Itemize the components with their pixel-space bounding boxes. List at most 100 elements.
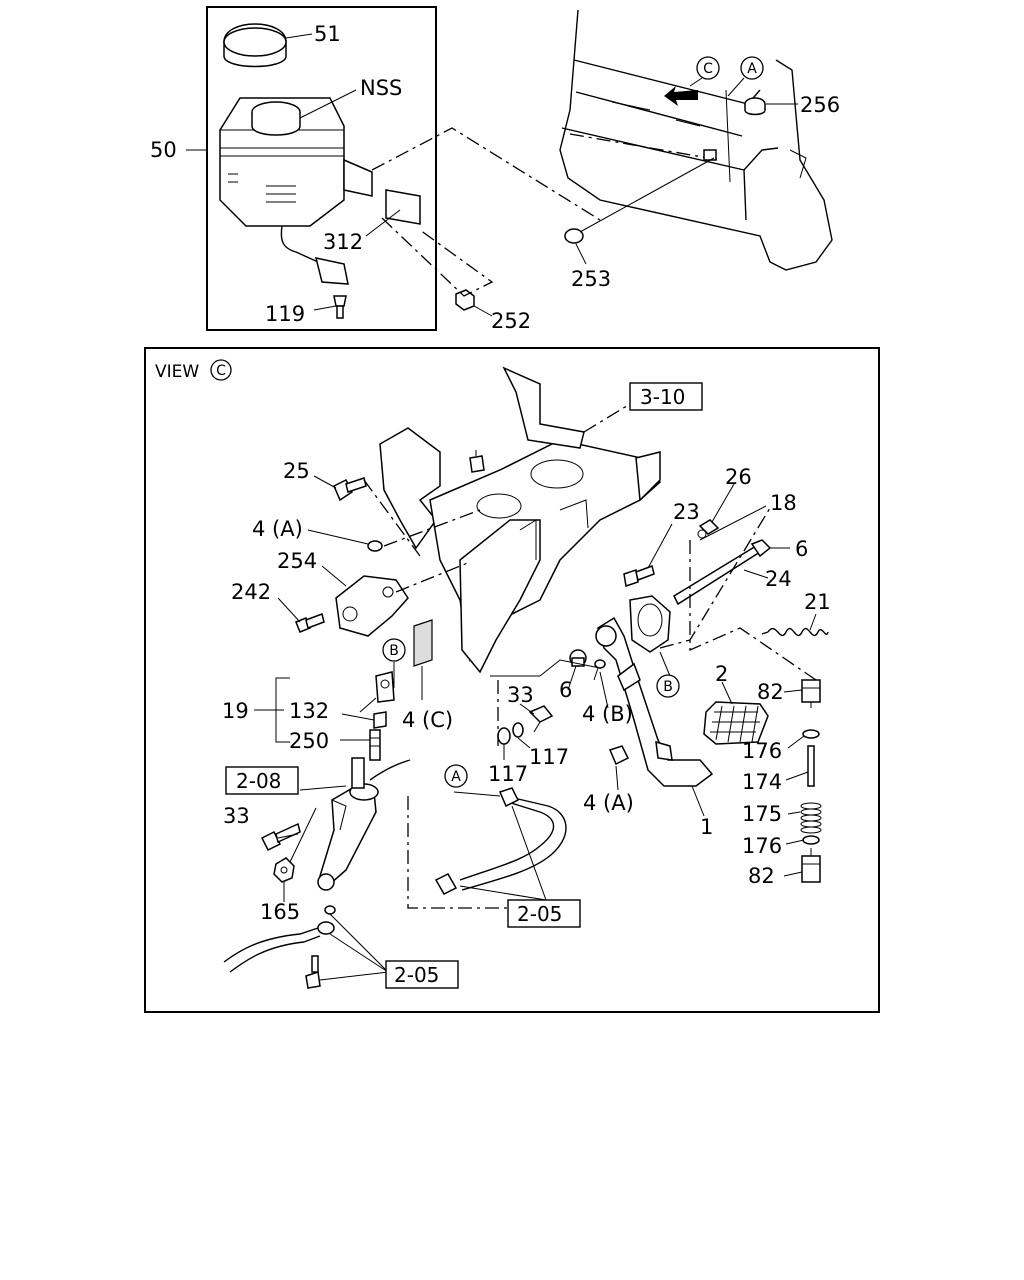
callout-nss: NSS	[360, 76, 402, 100]
callout-82-bottom: 82	[748, 864, 775, 888]
callout-253: 253	[571, 267, 611, 291]
callout-4a-top: 4 (A)	[252, 517, 303, 541]
pedal-pad-2	[703, 701, 769, 745]
dash-205	[407, 796, 508, 909]
leader-lines	[277, 475, 817, 902]
spring-175	[800, 802, 822, 834]
washer-117-a	[497, 727, 511, 745]
callout-33-mid: 33	[507, 683, 534, 707]
callout-117-b: 117	[529, 745, 569, 769]
callout-175: 175	[742, 802, 782, 826]
nut-132	[373, 711, 387, 729]
callout-242: 242	[231, 580, 271, 604]
bracket-312	[385, 189, 421, 225]
clevis-132	[375, 671, 395, 703]
callout-165: 165	[260, 900, 300, 924]
callout-19: 19	[222, 699, 249, 723]
bracket-254	[335, 575, 409, 637]
plug-256	[744, 97, 798, 116]
washer-117-b	[512, 722, 524, 738]
hose-connector	[314, 257, 349, 285]
bracket-stop-line	[490, 659, 601, 677]
callout-25: 25	[283, 459, 310, 483]
callout-6-right: 6	[795, 537, 808, 561]
callout-312: 312	[323, 230, 363, 254]
reservoir-tank	[219, 97, 345, 227]
pin-4a-bottom	[608, 745, 630, 766]
leader-205-c	[329, 913, 389, 973]
view-title: VIEW	[155, 362, 199, 382]
circle-a-bottom: A	[444, 764, 468, 788]
callout-50: 50	[150, 138, 177, 162]
bolt-top	[469, 450, 485, 473]
plug-253	[564, 157, 715, 265]
bolt-25	[333, 477, 367, 502]
callout-252: 252	[491, 309, 531, 333]
pedal-shaft-24	[673, 539, 772, 606]
washer-176-top	[802, 729, 820, 739]
svg-text:C: C	[216, 363, 226, 379]
dash-18	[659, 507, 771, 649]
master-cylinder	[317, 757, 411, 891]
dash-25	[363, 479, 421, 557]
svg-text:B: B	[389, 643, 399, 659]
circle-b-left: B	[382, 638, 406, 662]
view-c-frame	[144, 347, 880, 1013]
callout-21: 21	[804, 590, 831, 614]
callout-176-bottom: 176	[742, 834, 782, 858]
flex-hose	[434, 787, 567, 895]
ref-box-2-08: 2-08	[225, 766, 299, 795]
nut-leader-dashes	[381, 217, 494, 297]
leader-205-e	[319, 971, 389, 981]
stop-plate-4c	[413, 619, 433, 667]
callout-2: 2	[715, 662, 728, 686]
callout-119: 119	[265, 302, 305, 326]
bolt-242	[295, 613, 325, 633]
callout-254: 254	[277, 549, 317, 573]
pin-4b	[593, 659, 606, 681]
return-spring-21	[761, 627, 829, 637]
ref-box-3-10: 3-10	[629, 382, 703, 411]
view-c-arrow	[664, 86, 698, 106]
hydraulic-pipe	[223, 905, 336, 989]
nut-252	[455, 289, 493, 317]
bolt-33-mid	[528, 705, 554, 733]
callout-33-left: 33	[223, 804, 250, 828]
leader-205-b	[511, 805, 547, 901]
callout-174: 174	[742, 770, 782, 794]
cab-mount-hole	[703, 149, 717, 161]
pedal-bracket	[379, 366, 661, 700]
circle-a-top: A	[727, 56, 764, 97]
callout-1: 1	[700, 815, 713, 839]
circle-c-top: C	[689, 56, 720, 87]
svg-text:2-08: 2-08	[236, 769, 281, 793]
callout-labels: 51 NSS 50 312 119 252 253 256 25 4 (A) 2…	[150, 22, 840, 924]
svg-text:C: C	[703, 61, 713, 77]
reservoir-bracket	[343, 158, 373, 197]
nut-165	[273, 857, 295, 883]
dash-spring	[689, 540, 817, 681]
leader-205-d	[329, 933, 389, 973]
callout-117-a: 117	[488, 762, 528, 786]
svg-text:2-05: 2-05	[517, 902, 562, 926]
callout-132: 132	[289, 699, 329, 723]
callout-51: 51	[314, 22, 341, 46]
callout-4a-bottom: 4 (A)	[583, 791, 634, 815]
callout-4c: 4 (C)	[402, 708, 453, 732]
rod-174	[807, 745, 815, 787]
clutch-pedal-arm	[595, 595, 714, 787]
reservoir-hose	[280, 225, 319, 263]
nut-26	[697, 519, 720, 539]
callout-82-top: 82	[757, 680, 784, 704]
dash-254	[395, 561, 471, 593]
bushing-6-mid	[569, 649, 587, 667]
bolt-119	[333, 295, 347, 319]
dash-310	[583, 403, 631, 433]
callout-176-top: 176	[742, 739, 782, 763]
ref-box-2-05-bottom: 2-05	[385, 960, 459, 989]
clevis-82-bottom	[801, 848, 821, 883]
callout-18: 18	[770, 491, 797, 515]
circle-c-view: C	[210, 359, 232, 381]
svg-text:A: A	[747, 61, 757, 77]
